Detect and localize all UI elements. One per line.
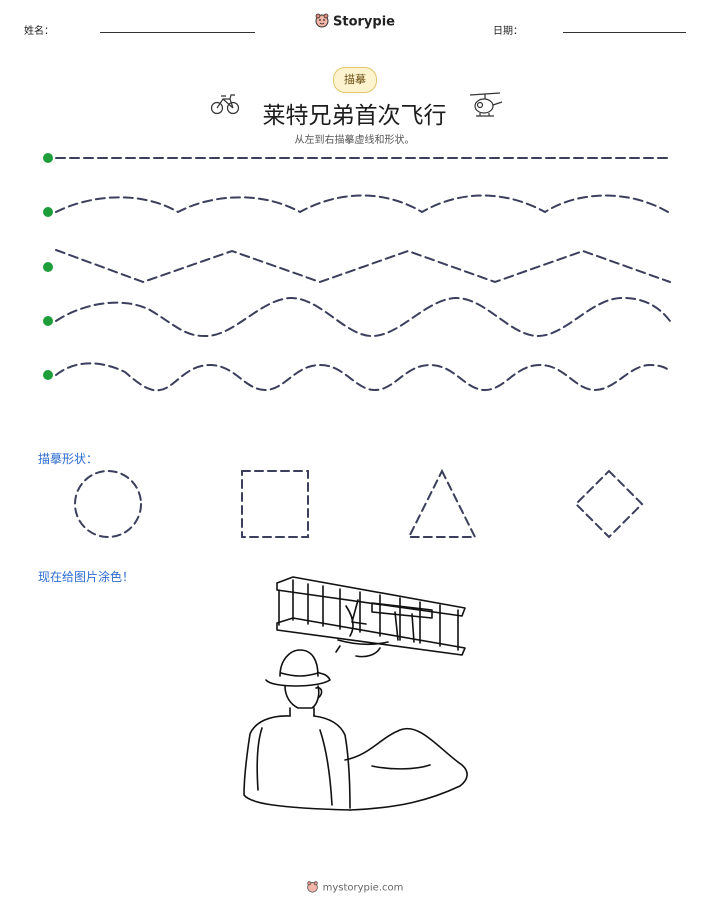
page-title: 莱特兄弟首次飞行 xyxy=(262,103,447,129)
brand-name: Storypie xyxy=(333,14,395,30)
wright-flyer-illustration xyxy=(276,576,466,658)
start-dot-1 xyxy=(43,153,53,163)
dashed-triangle xyxy=(407,468,477,538)
zigzag-dashed-line xyxy=(55,249,671,284)
dashed-circle xyxy=(74,470,142,538)
helicopter-icon xyxy=(469,92,503,117)
name-field[interactable] xyxy=(100,32,255,33)
start-dot-2 xyxy=(43,207,53,217)
dashed-diamond xyxy=(574,469,644,539)
dashed-square xyxy=(241,470,309,538)
footer-link[interactable]: mystorypie.com xyxy=(322,882,404,894)
page-subtitle: 从左到右描摹虚线和形状。 xyxy=(294,135,415,146)
bicycle-icon xyxy=(210,94,240,115)
date-field[interactable] xyxy=(563,32,686,33)
storypie-logo-icon xyxy=(314,12,330,32)
date-label: 日期： xyxy=(493,26,523,37)
name-label: 姓名： xyxy=(24,26,54,37)
start-dots xyxy=(43,153,53,380)
wave-dashed-line-1 xyxy=(55,194,669,214)
tracing-shapes xyxy=(74,468,644,539)
wave-dashed-line-3 xyxy=(55,362,671,392)
shapes-heading: 描摹形状： xyxy=(38,452,99,466)
start-dot-3 xyxy=(43,262,53,272)
footer-logo-icon xyxy=(306,880,319,896)
footer: mystorypie.com xyxy=(0,880,709,896)
tracing-lines xyxy=(55,157,671,392)
color-heading: 现在给图片涂色！ xyxy=(38,570,135,584)
activity-badge: 描摹 xyxy=(333,67,377,93)
observer-illustration xyxy=(243,649,468,811)
start-dot-5 xyxy=(43,370,53,380)
brand-header: Storypie xyxy=(0,12,709,32)
start-dot-4 xyxy=(43,316,53,326)
wave-dashed-line-2 xyxy=(55,296,671,338)
